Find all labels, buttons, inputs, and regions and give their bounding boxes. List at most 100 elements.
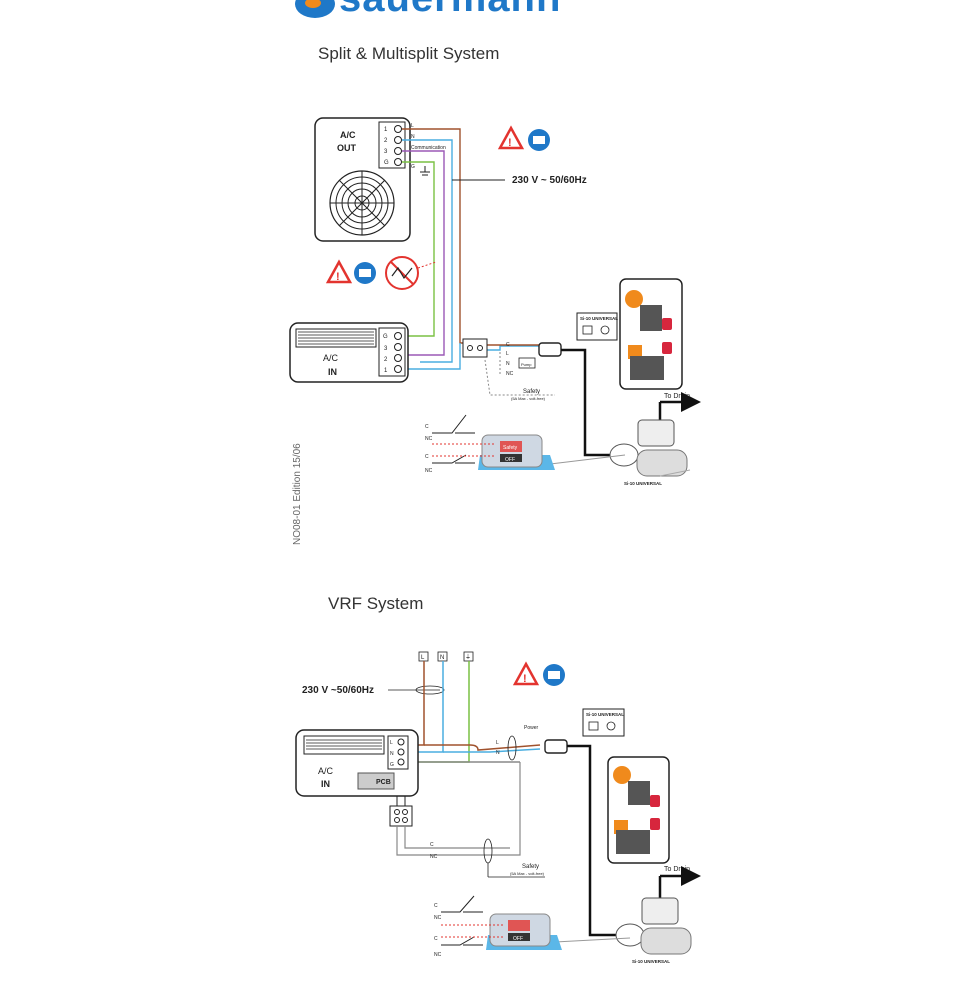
vrf-drain-label: To Drain: [664, 866, 690, 873]
out-label-2: OUT: [337, 143, 357, 153]
ac-in-unit: A/C IN G 3 2 1: [289, 322, 409, 383]
vrf-reservoir: OFF: [486, 913, 562, 950]
split-model-card: Si-10 UNIVERSAL: [576, 312, 618, 341]
vrf-safety-1: Safety: [522, 864, 539, 870]
split-sw-nc1: NC: [425, 436, 433, 442]
vrf-model-card-text: Si-10 UNIVERSAL: [586, 712, 624, 717]
vrf-terminal-n: N: [390, 751, 394, 757]
vrf-switches: C NC C NC: [434, 895, 503, 958]
vrf-supply-n: N: [440, 655, 444, 661]
vrf-ac-in-unit: A/C IN L N G PCB: [295, 729, 419, 797]
vrf-in-label-2: IN: [321, 779, 330, 789]
split-sw-nc2: NC: [425, 468, 433, 474]
vrf-power: Power: [524, 725, 539, 731]
vrf-supply-g: ⏚: [465, 654, 471, 661]
in-terminal-3: 3: [384, 346, 388, 352]
out-terminal-2: 2: [384, 138, 388, 144]
vrf-sw-c2: C: [434, 936, 438, 942]
out-terminal-1: 1: [384, 127, 388, 133]
in-terminal-1: 1: [384, 368, 388, 374]
in-label-1: A/C: [323, 353, 339, 363]
vrf-sw-nc1: NC: [434, 915, 442, 921]
vrf-in-label-1: A/C: [318, 766, 334, 776]
vrf-wire-l: L: [496, 740, 499, 746]
in-terminal-g: G: [383, 334, 388, 340]
vrf-sw-nc2: NC: [434, 952, 442, 958]
vrf-title: VRF System: [328, 594, 424, 613]
out-wire-comm: Communication: [411, 145, 446, 151]
vrf-unlock-icon: [650, 818, 660, 830]
vrf-safety-2: (5A Max - volt-free): [510, 871, 545, 876]
split-wires: [402, 128, 540, 370]
vrf-terminal-g: G: [390, 762, 394, 768]
manual-icon-2: [354, 262, 376, 284]
brand-logo: sauermann: [295, 0, 561, 18]
vrf-wires: [403, 661, 541, 763]
lock-icon: [662, 318, 672, 330]
out-label-1: A/C: [340, 130, 356, 140]
split-pump-model: Si-10 UNIVERSAL: [624, 481, 662, 486]
vrf-pump-detail-card: [607, 756, 670, 864]
ac-out-unit: A/C OUT 1 2 3 G: [314, 117, 411, 242]
split-sw-c2: C: [425, 454, 429, 460]
relay-nc: NC: [506, 371, 514, 377]
relay-box: C L N NC Pump Safety (5A Max - volt-free…: [462, 338, 555, 401]
vrf-relay-c: C: [430, 842, 434, 848]
vrf-pcb-label: PCB: [376, 779, 391, 786]
no-cut-icon: [385, 256, 437, 290]
split-sw-c1: C: [425, 424, 429, 430]
vrf-supply: L N ⏚: [418, 651, 474, 662]
split-model-card-text: Si-10 UNIVERSAL: [580, 316, 618, 321]
split-drain: To Drain: [658, 392, 701, 420]
brand-name: sauermann: [339, 0, 561, 18]
unlock-icon: [662, 342, 672, 354]
warning-icon-2: !: [325, 259, 353, 284]
manual-icon: [528, 129, 550, 151]
in-terminal-2: 2: [384, 357, 388, 363]
relay-l: L: [506, 351, 509, 357]
split-diagram: A/C OUT 1 2 3 G: [289, 117, 701, 486]
split-off-label: OFF: [505, 457, 515, 463]
vrf-sw-c1: C: [434, 903, 438, 909]
vrf-drain: To Drain: [658, 866, 701, 898]
vrf-terminal-l: L: [390, 740, 393, 746]
vrf-warning-icon: !: [512, 661, 540, 686]
split-safety-2: (5A Max - volt-free): [511, 396, 546, 401]
vrf-off-label: OFF: [513, 936, 523, 942]
svg-text:!: !: [336, 271, 340, 283]
in-terminal-block: G 3 2 1: [383, 332, 402, 374]
split-pump: Si-10 UNIVERSAL: [541, 419, 691, 486]
split-pump-detail-card: [619, 278, 683, 390]
split-cable: [538, 342, 620, 457]
out-wire-l: L: [411, 123, 414, 129]
relay-pump: Pump: [521, 362, 532, 367]
out-wire-n: N: [411, 134, 415, 140]
vrf-voltage: 230 V ~50/60Hz: [302, 685, 374, 696]
warning-icon: !: [497, 125, 525, 150]
vrf-model-card: Si-10 UNIVERSAL: [582, 708, 625, 737]
split-switches: C NC C NC: [425, 414, 495, 474]
relay-c: C: [506, 342, 510, 348]
vrf-relay-nc: NC: [430, 854, 438, 860]
out-terminal-block: 1 2 3 G: [384, 125, 402, 166]
vrf-pump-model: Si-10 UNIVERSAL: [632, 959, 670, 964]
out-terminal-g: G: [384, 160, 389, 166]
split-alarm-label: Safety: [503, 445, 518, 451]
svg-text:!: !: [523, 673, 527, 685]
split-voltage: 230 V ~ 50/60Hz: [512, 175, 587, 186]
in-label-2: IN: [328, 367, 337, 377]
svg-text:!: !: [508, 137, 512, 149]
split-safety-1: Safety: [523, 389, 540, 395]
vrf-diagram: L N ⏚ 230 V ~50/60Hz !: [295, 651, 701, 964]
out-wire-g: G: [411, 164, 415, 170]
split-reservoir: Safety OFF: [478, 434, 555, 470]
vrf-wire-n: N: [496, 750, 500, 756]
fan-icon: [329, 170, 395, 236]
out-terminal-3: 3: [384, 149, 388, 155]
vrf-relay: C NC Safety (5A Max - volt-free): [389, 762, 545, 878]
split-drain-label: To Drain: [664, 393, 690, 400]
logo-swoosh-icon: [295, 0, 335, 18]
split-title: Split & Multisplit System: [318, 44, 500, 63]
